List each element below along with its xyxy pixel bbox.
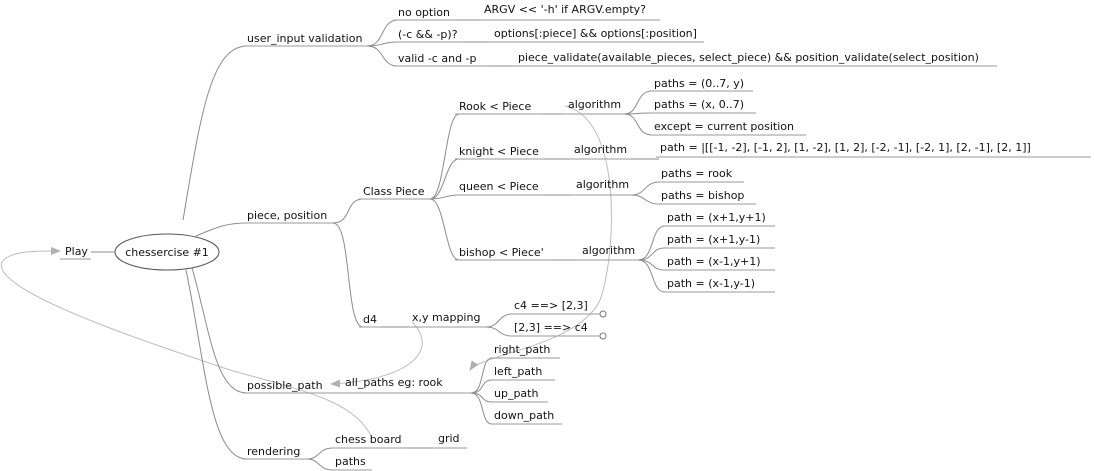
node-all-paths[interactable]: all_paths eg: rook xyxy=(345,376,443,389)
node-play[interactable]: Play xyxy=(60,245,91,260)
node-map-1-label: c4 ==> [2,3] xyxy=(514,299,588,312)
node-grid[interactable]: grid xyxy=(434,432,467,449)
node-argv[interactable]: ARGV << '-h' if ARGV.empty? xyxy=(480,3,660,21)
node-knight-algorithm[interactable]: algorithm xyxy=(570,143,630,160)
node-rook-path-1-label: paths = (0..7, y) xyxy=(654,77,744,90)
node-bishop-path-1[interactable]: path = (x+1,y+1) xyxy=(663,211,775,227)
node-user-input-validation[interactable]: user_input validation xyxy=(243,32,367,47)
node-options[interactable]: options[:piece] && options[:position] xyxy=(490,27,704,43)
node-all-paths-label: all_paths eg: rook xyxy=(345,376,443,389)
node-right-path-label: right_path xyxy=(494,343,550,356)
node-queen-path-2[interactable]: paths = bishop xyxy=(657,189,756,205)
node-up-path[interactable]: up_path xyxy=(490,387,548,403)
node-map-1[interactable]: c4 ==> [2,3] xyxy=(510,299,607,318)
node-knight-label: knight < Piece xyxy=(459,145,539,158)
node-left-path-label: left_path xyxy=(494,365,542,378)
node-knight[interactable]: knight < Piece xyxy=(455,145,544,160)
node-rook-algorithm[interactable]: algorithm xyxy=(564,98,624,115)
node-queen[interactable]: queen < Piece xyxy=(455,180,546,196)
node-rook-path-3-label: except = current position xyxy=(654,120,794,133)
node-bishop-path-1-label: path = (x+1,y+1) xyxy=(667,211,766,224)
node-map-2-label: [2,3] ==> c4 xyxy=(514,321,588,334)
node-piece-position[interactable]: piece, position xyxy=(243,209,333,224)
node-queen-algorithm-label: algorithm xyxy=(576,178,629,191)
node-rook-path-3[interactable]: except = current position xyxy=(650,120,806,136)
link-chessboard-to-play xyxy=(1,246,373,439)
fold-toggle-icon[interactable] xyxy=(599,310,607,318)
node-rendering[interactable]: rendering xyxy=(243,445,307,460)
node-rook-algorithm-label: algorithm xyxy=(568,98,621,111)
node-bishop-path-3-label: path = (x-1,y+1) xyxy=(667,255,761,268)
node-bishop-path-4-label: path = (x-1,y-1) xyxy=(667,277,755,290)
node-no-option[interactable]: no option xyxy=(394,6,455,21)
node-chess-board-label: chess board xyxy=(335,433,402,446)
node-bishop-algorithm-label: algorithm xyxy=(582,244,635,257)
node-knight-algorithm-label: algorithm xyxy=(574,143,627,156)
node-validate[interactable]: piece_validate(available_pieces, select_… xyxy=(514,51,997,67)
node-knight-path[interactable]: path = |[[-1, -2], [-1, 2], [1, -2], [1,… xyxy=(656,141,1091,158)
node-bishop-path-2[interactable]: path = (x+1,y-1) xyxy=(663,233,775,249)
node-valid[interactable]: valid -c and -p xyxy=(394,52,490,67)
node-down-path[interactable]: down_path xyxy=(490,409,562,425)
node-bishop-path-2-label: path = (x+1,y-1) xyxy=(667,233,760,246)
node-possible-path[interactable]: possible_path xyxy=(243,379,471,394)
node-bishop[interactable]: bishop < Piece' xyxy=(455,246,552,261)
node-paths[interactable]: paths xyxy=(331,455,372,471)
node-chess-board[interactable]: chess board xyxy=(331,433,406,449)
node-play-label: Play xyxy=(65,245,88,258)
node-rook[interactable]: Rook < Piece xyxy=(455,100,540,115)
node-class-piece-label: Class Piece xyxy=(363,185,425,198)
node-root[interactable]: chessercise #1 xyxy=(114,233,220,271)
node-grid-label: grid xyxy=(438,432,460,445)
node-options-label: options[:piece] && options[:position] xyxy=(494,27,697,40)
link-rook-to-possible-path xyxy=(469,105,612,371)
node-piece-position-label: piece, position xyxy=(247,209,327,222)
node-map-2[interactable]: [2,3] ==> c4 xyxy=(510,321,607,340)
node-down-path-label: down_path xyxy=(494,409,554,422)
node-rook-path-2-label: paths = (x, 0..7) xyxy=(654,98,744,111)
node-valid-label: valid -c and -p xyxy=(398,52,477,65)
node-c-and-p-label: (-c && -p)? xyxy=(398,28,458,41)
node-rook-path-2[interactable]: paths = (x, 0..7) xyxy=(650,98,756,114)
node-queen-algorithm[interactable]: algorithm xyxy=(572,178,632,196)
node-rendering-label: rendering xyxy=(247,445,300,458)
node-root-label: chessercise #1 xyxy=(125,246,209,259)
fold-toggle-icon[interactable] xyxy=(599,332,607,340)
link-d4-to-possible-path xyxy=(330,321,423,388)
node-paths-label: paths xyxy=(335,455,366,468)
node-xy-mapping-label: x,y mapping xyxy=(412,311,480,324)
edges xyxy=(91,19,666,471)
node-class-piece[interactable]: Class Piece xyxy=(359,185,430,200)
node-bishop-algorithm[interactable]: algorithm xyxy=(578,244,638,261)
node-bishop-path-4[interactable]: path = (x-1,y-1) xyxy=(663,277,775,293)
node-d4[interactable]: d4 xyxy=(359,313,382,328)
node-no-option-label: no option xyxy=(398,6,450,19)
node-queen-path-1-label: paths = rook xyxy=(661,167,733,180)
node-bishop-path-3[interactable]: path = (x-1,y+1) xyxy=(663,255,775,271)
node-right-path[interactable]: right_path xyxy=(490,343,560,359)
node-queen-path-2-label: paths = bishop xyxy=(661,189,744,202)
node-knight-path-label: path = |[[-1, -2], [-1, 2], [1, -2], [1,… xyxy=(660,141,1031,154)
node-rook-label: Rook < Piece xyxy=(459,100,531,113)
node-argv-label: ARGV << '-h' if ARGV.empty? xyxy=(484,3,646,16)
node-user-input-validation-label: user_input validation xyxy=(247,32,362,45)
node-d4-label: d4 xyxy=(363,313,377,326)
node-queen-label: queen < Piece xyxy=(459,180,539,193)
node-validate-label: piece_validate(available_pieces, select_… xyxy=(518,51,979,64)
node-up-path-label: up_path xyxy=(494,387,538,400)
node-xy-mapping[interactable]: x,y mapping xyxy=(408,311,486,328)
node-possible-path-label: possible_path xyxy=(247,379,323,392)
node-c-and-p[interactable]: (-c && -p)? xyxy=(394,28,464,43)
node-rook-path-1[interactable]: paths = (0..7, y) xyxy=(650,77,753,92)
node-queen-path-1[interactable]: paths = rook xyxy=(657,167,744,183)
node-bishop-label: bishop < Piece' xyxy=(459,246,544,259)
node-left-path[interactable]: left_path xyxy=(490,365,555,381)
